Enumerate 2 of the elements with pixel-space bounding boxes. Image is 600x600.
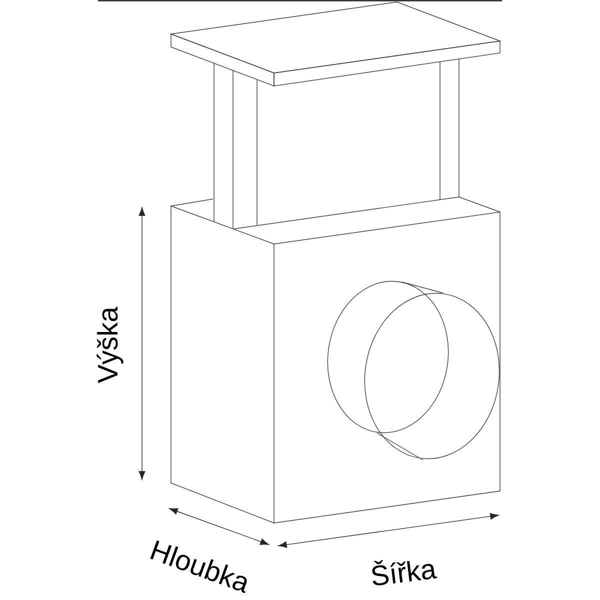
dimension-label: Výška [96, 306, 124, 384]
dimension-label: Šířka [372, 560, 438, 586]
